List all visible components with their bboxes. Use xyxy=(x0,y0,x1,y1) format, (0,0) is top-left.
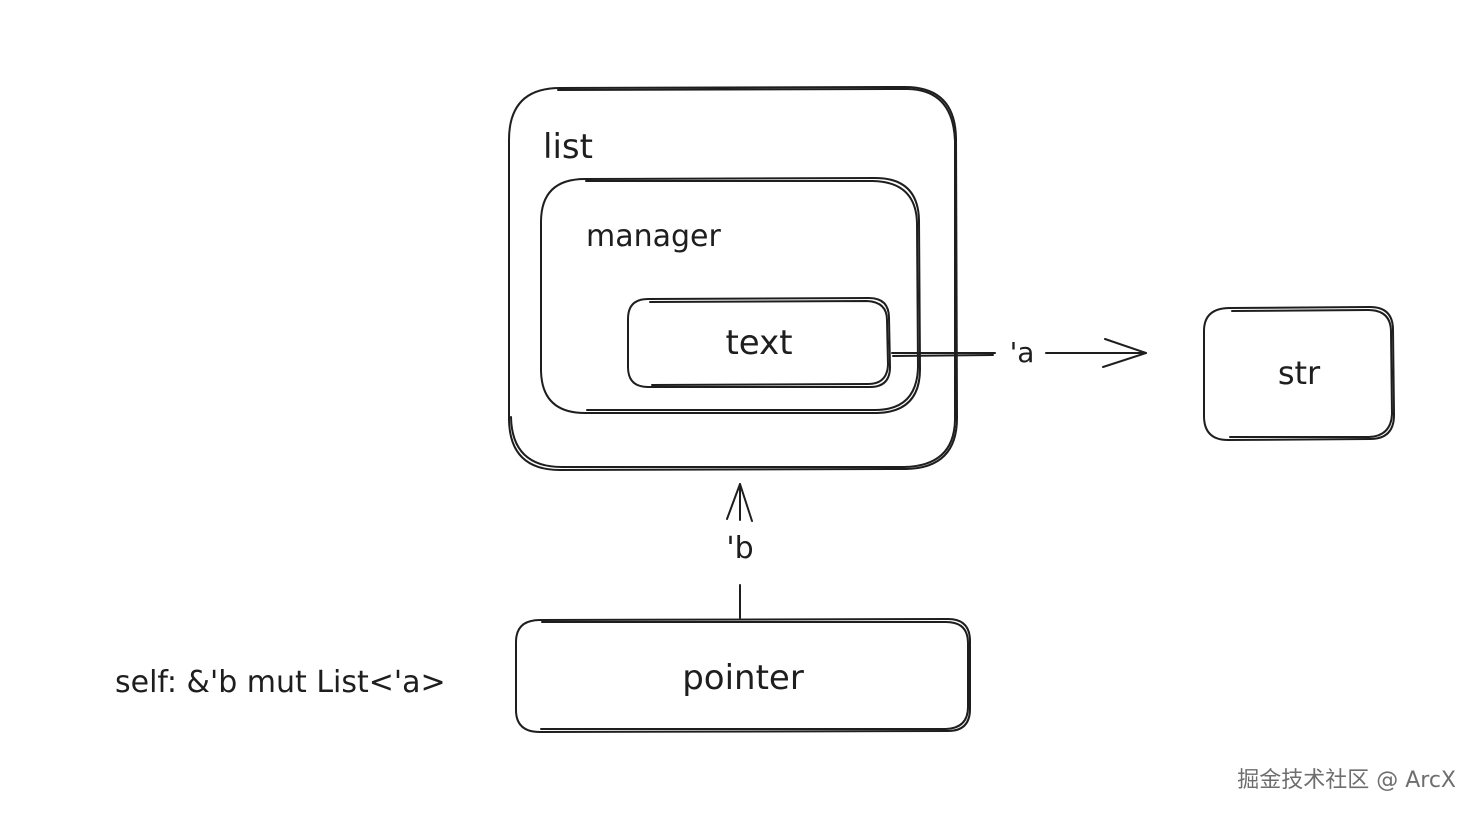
arrow-pointer-to-list: 'b xyxy=(726,483,754,619)
manager-box: manager xyxy=(540,177,921,414)
watermark: 掘金技术社区 @ ArcX xyxy=(1237,768,1456,793)
str-box: str xyxy=(1203,306,1395,441)
self-annotation: self: &'b mut List<'a> xyxy=(115,665,446,700)
pointer-label: pointer xyxy=(682,658,804,698)
str-label: str xyxy=(1278,354,1321,392)
list-box: list xyxy=(508,86,958,471)
edge-label-b: 'b xyxy=(726,531,753,566)
list-label: list xyxy=(543,127,593,167)
manager-label: manager xyxy=(586,219,722,254)
text-label: text xyxy=(725,323,792,363)
pointer-box: pointer xyxy=(515,618,971,733)
arrow-text-to-str: 'a xyxy=(891,336,1147,369)
text-box: text xyxy=(627,297,891,388)
edge-label-a: 'a xyxy=(1010,336,1035,369)
